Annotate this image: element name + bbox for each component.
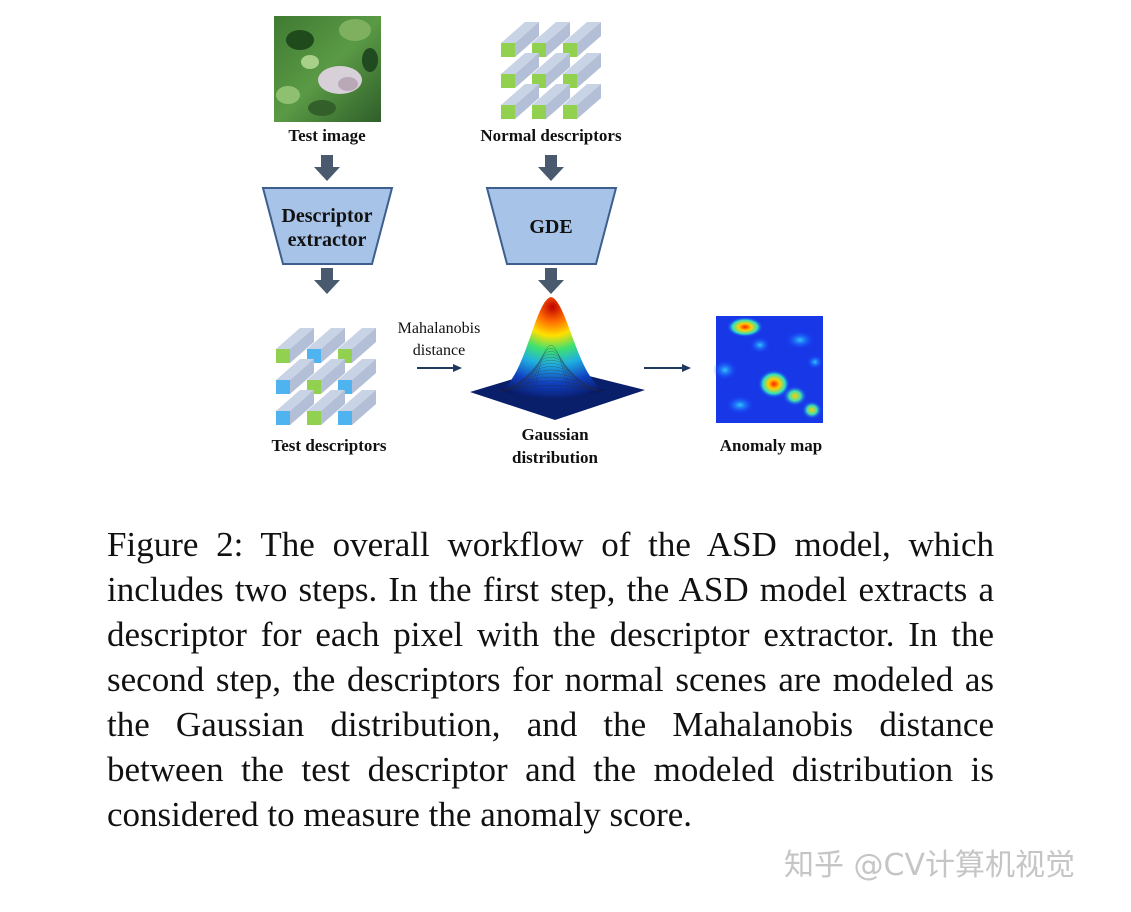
gde-label: GDE [529, 216, 572, 238]
test-descriptors-grid [276, 328, 376, 425]
gde-block [485, 187, 618, 265]
descriptor-extractor-label-line1: Descriptor [281, 205, 372, 227]
figure-caption: Figure 2: The overall workflow of the AS… [107, 525, 994, 834]
descriptor-bar [563, 84, 601, 119]
test-image-label: Test image [288, 126, 366, 145]
descriptor-bar [563, 22, 601, 57]
descriptor-bar [501, 84, 539, 119]
descriptor-bar [276, 390, 314, 425]
descriptor-bar [501, 22, 539, 57]
descriptor-extractor-block [261, 187, 394, 265]
descriptor-extractor-label-line2: extractor [288, 229, 367, 251]
descriptor-bar [276, 359, 314, 394]
descriptor-bar [532, 53, 570, 88]
watermark: 知乎 @CV计算机视觉 [784, 848, 1076, 883]
normal-descriptors-grid [501, 22, 601, 119]
descriptor-bar [276, 328, 314, 363]
normal-descriptors-label: Normal descriptors [480, 126, 622, 145]
test-descriptors-label: Test descriptors [271, 436, 386, 455]
workflow-figure: Test image Normal descriptors Descriptor… [261, 16, 823, 467]
descriptor-bar [532, 84, 570, 119]
arrow-right-icon [644, 364, 691, 372]
arrow-right-icon [417, 364, 462, 372]
gaussian-label-line2: distribution [512, 448, 599, 467]
arrow-down-icon [314, 155, 340, 181]
descriptor-bar [338, 390, 376, 425]
mahalanobis-label-line2: distance [413, 342, 465, 359]
descriptor-bar [307, 359, 345, 394]
gaussian-surface [470, 297, 645, 420]
arrow-down-icon [314, 268, 340, 294]
descriptor-bar [338, 359, 376, 394]
descriptor-bar [307, 390, 345, 425]
arrow-down-icon [538, 155, 564, 181]
test-image [274, 16, 381, 122]
gaussian-label-line1: Gaussian [521, 425, 589, 444]
arrow-down-icon [538, 268, 564, 294]
anomaly-map [713, 316, 823, 423]
descriptor-bar [501, 53, 539, 88]
anomaly-map-label: Anomaly map [720, 436, 822, 455]
mahalanobis-label-line1: Mahalanobis [398, 320, 481, 337]
